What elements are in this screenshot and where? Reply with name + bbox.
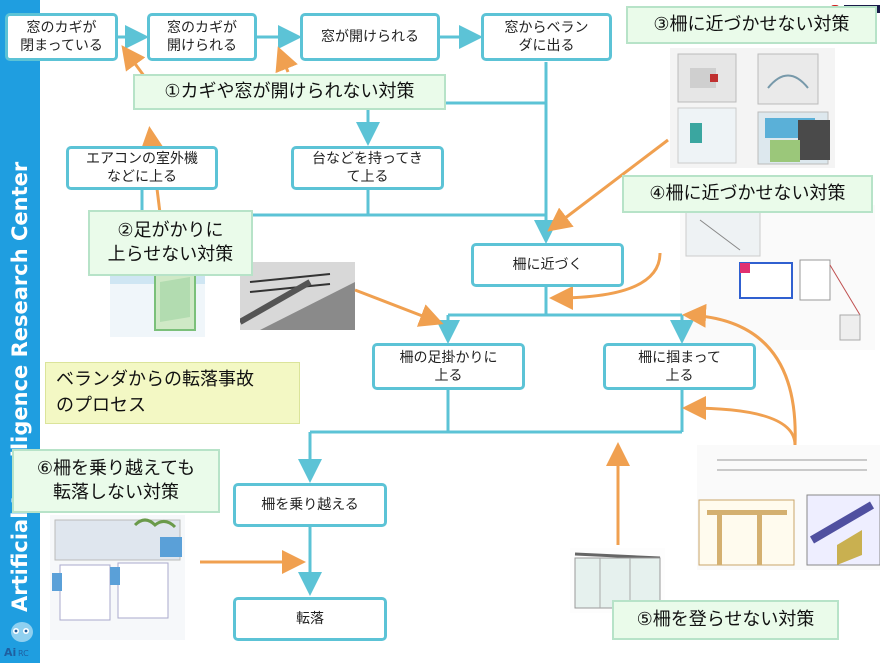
countermeasure-5: ⑤柵を登らせない対策 xyxy=(612,600,839,640)
node-platform: 台などを持ってき て上る xyxy=(291,146,444,190)
photo-planter xyxy=(50,515,185,640)
svg-text:RC: RC xyxy=(18,649,29,658)
node-aircon-unit: エアコンの室外機 などに上る xyxy=(66,146,218,190)
countermeasure-1: ①カギや窓が開けられない対策 xyxy=(133,74,446,110)
svg-text:Ai: Ai xyxy=(4,646,16,659)
countermeasure-3: ③柵に近づかせない対策 xyxy=(626,6,877,44)
node-go-to-veranda: 窓からベラン ダに出る xyxy=(481,13,612,61)
photo-lock-devices xyxy=(670,48,835,168)
node-over-fence: 柵を乗り越える xyxy=(233,483,387,527)
photo-veranda xyxy=(240,262,355,330)
photo-fence-layout xyxy=(680,205,875,350)
node-fall: 転落 xyxy=(233,597,387,641)
diagram-title: ベランダからの転落事故 のプロセス xyxy=(45,362,300,424)
sidebar xyxy=(0,0,40,663)
node-climb-foothold: 柵の足掛かりに 上る xyxy=(372,343,525,390)
countermeasure-6: ⑥柵を乗り越えても 転落しない対策 xyxy=(12,449,220,513)
node-window-opened: 窓が開けられる xyxy=(300,13,440,61)
countermeasure-2: ②足がかりに 上らせない対策 xyxy=(88,210,253,276)
airc-logo: Ai RC xyxy=(2,620,38,660)
photo-anti-climb xyxy=(697,445,880,570)
node-lock-opened: 窓のカギが 開けられる xyxy=(147,13,257,61)
node-window-locked: 窓のカギが 閉まっている xyxy=(5,13,118,61)
node-approach-fence: 柵に近づく xyxy=(471,243,624,287)
countermeasure-4: ④柵に近づかせない対策 xyxy=(622,175,873,213)
node-grab-fence: 柵に掴まって 上る xyxy=(603,343,756,390)
